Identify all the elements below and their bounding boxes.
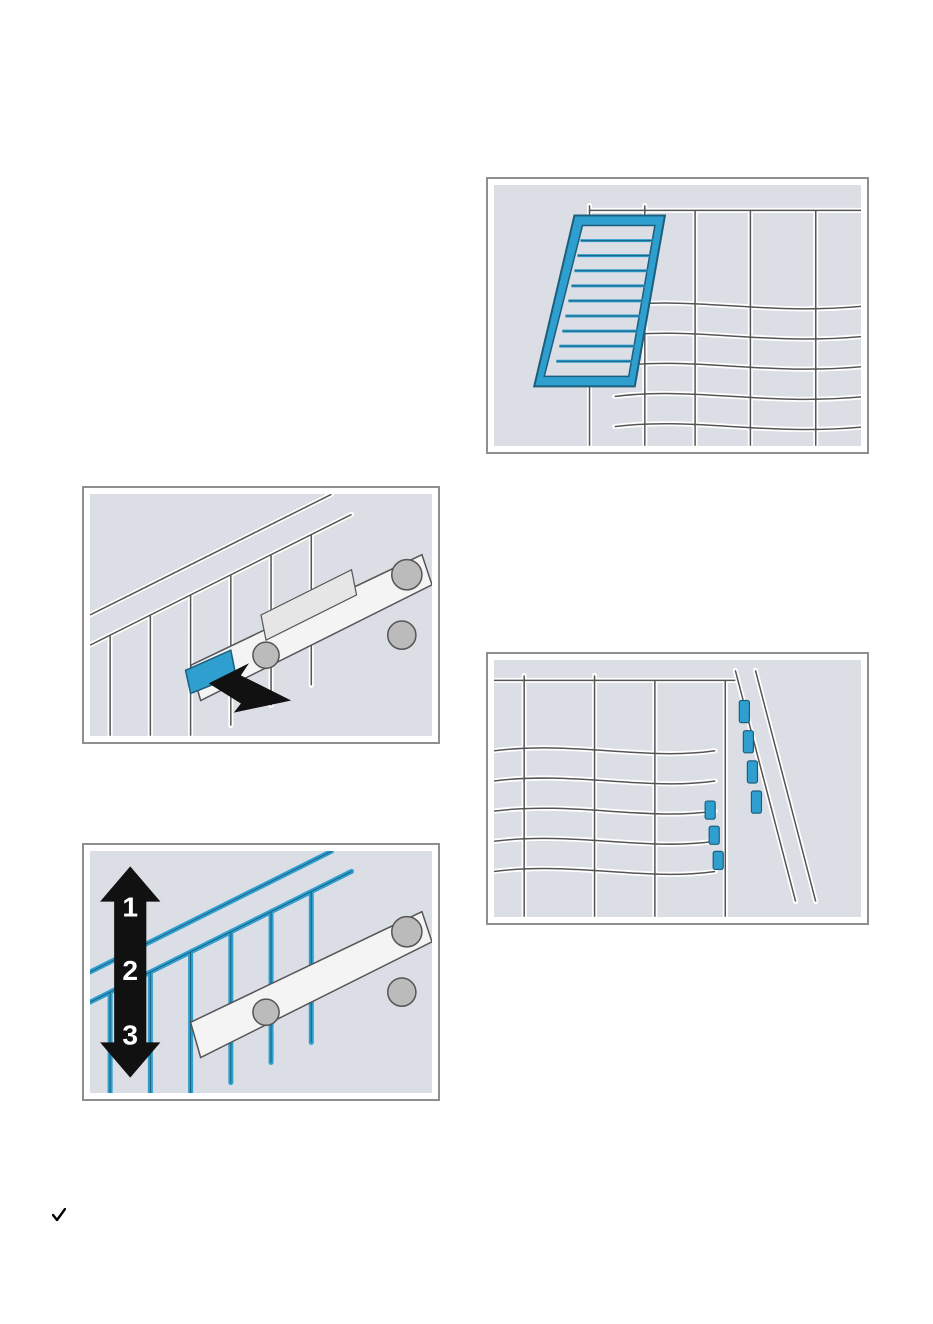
checkmark-icon	[52, 1208, 66, 1222]
fold-down-tines-figure	[486, 652, 869, 925]
rack-lever-figure	[82, 486, 440, 744]
cutlery-basket-illustration	[494, 185, 861, 446]
level-3-label: 3	[122, 1019, 138, 1050]
cutlery-basket-figure	[486, 177, 869, 454]
fold-down-tines-illustration	[494, 660, 861, 917]
rack-levels-figure: 1 2 3	[82, 843, 440, 1101]
level-1-label: 1	[122, 892, 138, 923]
level-2-label: 2	[122, 955, 138, 986]
rack-release-lever-illustration	[90, 494, 432, 736]
rack-height-levels-illustration: 1 2 3	[90, 851, 432, 1093]
